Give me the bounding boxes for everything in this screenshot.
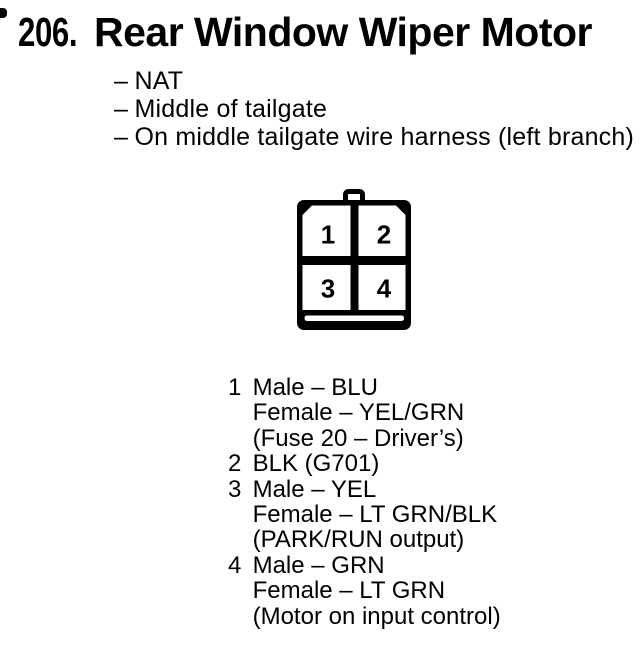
pin-wire-line: (Motor on input control): [252, 602, 501, 630]
cavity-number-1: 1: [321, 220, 335, 250]
dash-bullet: –: [114, 123, 129, 151]
location-note: – Middle of tailgate: [114, 95, 634, 123]
cavity-number-4: 4: [377, 274, 392, 304]
pin-description: BLK (G701): [252, 450, 501, 478]
connector-diagram: 1 2 3 4: [297, 189, 411, 330]
pin-wire-line: Female – LT GRN: [252, 577, 446, 605]
pin-wire-line: Male – BLU: [252, 374, 378, 401]
location-notes: – NAT – Middle of tailgate – On middle t…: [114, 67, 634, 151]
dash-bullet: –: [114, 67, 129, 95]
pin-number: 3: [228, 475, 242, 503]
connector-latch-strip: [304, 315, 404, 321]
section-number: 206.: [18, 9, 78, 55]
dash-bullet: –: [114, 95, 129, 123]
page-title: Rear Window Wiper Motor: [94, 9, 592, 55]
location-note-text: NAT: [134, 67, 184, 95]
location-note-text: Middle of tailgate: [134, 95, 328, 123]
pin-wire-line: Male – YEL: [252, 475, 377, 503]
connector-outline: 1 2 3 4: [297, 189, 411, 330]
pin-cavity-1: [302, 205, 351, 256]
pin-wire-line: BLK (G701): [252, 450, 380, 478]
pin-cavity-2: [358, 205, 406, 256]
location-note: – NAT: [114, 67, 634, 95]
pin-number: 2: [228, 450, 242, 478]
pin-cavity-4: [358, 265, 406, 310]
pin-item: 2 BLK (G701): [228, 450, 501, 478]
cavity-number-2: 2: [377, 220, 391, 250]
pin-number: 1: [228, 374, 242, 401]
pin-wire-line: Male – GRN: [252, 551, 385, 579]
pin-wire-line: Female – YEL/GRN: [252, 399, 465, 427]
pin-wire-line: (Fuse 20 – Driver’s): [252, 424, 464, 452]
pin-number: 4: [228, 551, 242, 579]
pin-wire-line: (PARK/RUN output): [252, 526, 465, 554]
scan-edge-artifact: [0, 8, 7, 18]
location-note-text: On middle tailgate wire harness (left br…: [134, 123, 635, 151]
location-note: – On middle tailgate wire harness (left …: [114, 123, 634, 151]
cavity-number-3: 3: [321, 274, 335, 304]
pin-wire-line: Female – LT GRN/BLK: [252, 501, 498, 529]
pin-cavity-3: [302, 265, 351, 310]
